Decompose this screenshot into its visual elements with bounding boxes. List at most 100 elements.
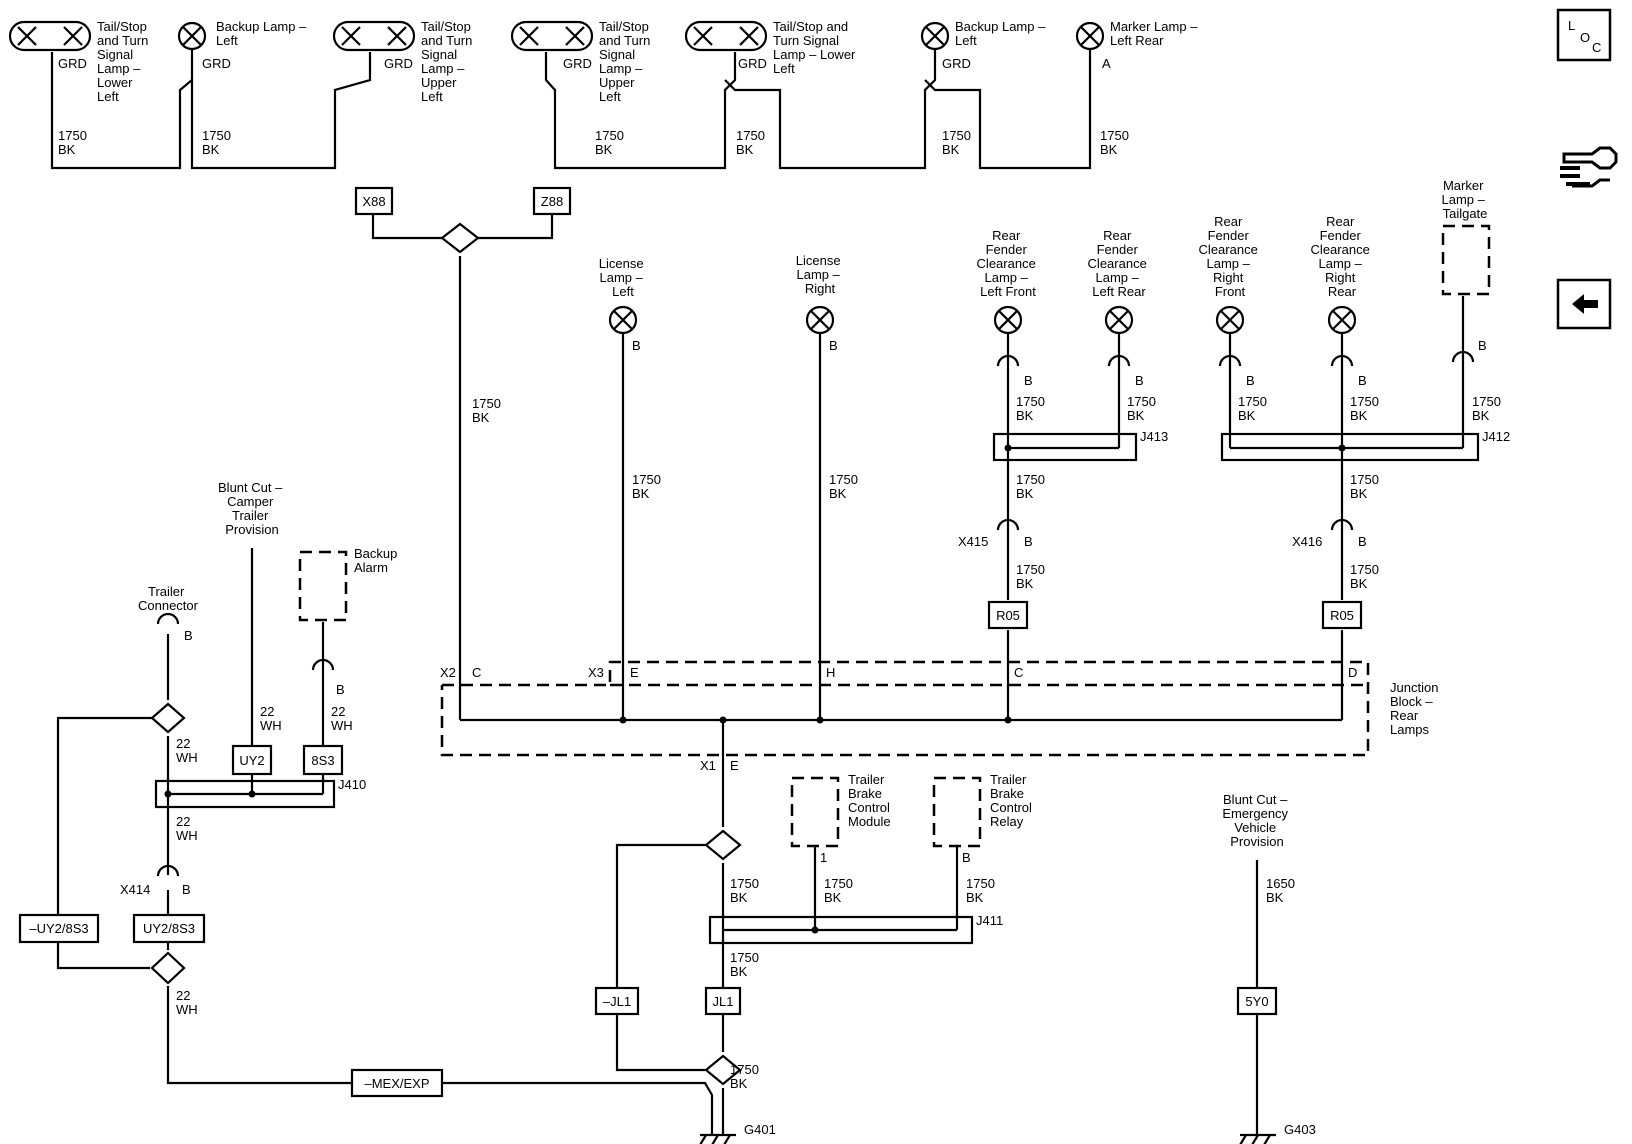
option-r05-right: R05 [1330,608,1354,623]
label-backup-left-2: Backup Lamp – Left [955,19,1049,48]
option-boxes: X88 Z88 UY2 8S3 –UY2/8S3 UY2/8S3 –JL1 JL… [18,186,1363,1098]
conn-x2: X2 [440,665,456,680]
connector-cups [156,350,1475,877]
option-r05-left: R05 [996,608,1020,623]
pin-grd-5: GRD [738,56,767,71]
trailer-brake-relay-box [932,776,982,848]
back-arrow-icon [1572,294,1598,314]
label-license-left: License Lamp – Left [599,256,647,299]
terminal-labels: GRD GRD GRD GRD GRD GRD A B B B B B B B … [58,56,1487,897]
label-trailer-brake-relay: Trailer Brake Control Relay [990,772,1036,829]
connector-labels: X2 X3 X1 X415 X416 X414 [120,534,1322,897]
junction-block-rear-lamps [440,660,1370,757]
label-backup-alarm: Backup Alarm [354,546,401,575]
pin-b-license-left: B [632,338,641,353]
label-rf-left-front: Rear Fender Clearance Lamp – Left Front [977,228,1040,299]
pin-b-rflr: B [1135,373,1144,388]
pin-b-rflf: B [1024,373,1033,388]
label-g403: G403 [1284,1122,1316,1137]
label-rf-right-rear: Rear Fender Clearance Lamp – Right Rear [1311,214,1374,299]
option-neg-uy2-8s3: –UY2/8S3 [29,921,88,936]
backup-alarm-box [298,550,348,622]
pin-1-module: 1 [820,850,827,865]
loc-letter-l: L [1568,18,1575,33]
splice-j413 [992,432,1138,462]
label-marker-left-rear: Marker Lamp – Left Rear [1110,19,1201,48]
label-blunt-cut-camper: Blunt Cut – Camper Trailer Provision [218,480,286,537]
wires [50,40,1465,1135]
pin-grd-3: GRD [384,56,413,71]
option-uy2: UY2 [239,753,264,768]
label-j410: J410 [338,777,366,792]
option-neg-jl1: –JL1 [603,994,631,1009]
label-tail-upper-left-1: Tail/Stop and Turn Signal Lamp – Upper L… [421,19,476,104]
option-uy2-8s3: UY2/8S3 [143,921,195,936]
pin-b-x416: B [1358,534,1367,549]
label-rf-right-front: Rear Fender Clearance Lamp – Right Front [1199,214,1262,299]
label-tail-lower-left: Tail/Stop and Turn Signal Lamp – Lower L… [97,19,152,104]
label-tail-lower-left-2: Tail/Stop and Turn Signal Lamp – Lower L… [773,19,859,76]
option-z88: Z88 [541,194,563,209]
component-labels: Blunt Cut – Camper Trailer Provision Bac… [138,480,1442,849]
loc-letter-o: O [1580,30,1590,45]
option-5y0: 5Y0 [1245,994,1268,1009]
pin-b-backup-alarm: B [336,682,345,697]
label-j411: J411 [976,913,1003,928]
conn-x3: X3 [588,665,604,680]
pin-h: H [826,665,835,680]
option-neg-mex-exp: –MEX/EXP [364,1076,429,1091]
pin-b-trailer-connector: B [184,628,193,643]
connector-view-icon[interactable] [1560,146,1618,188]
loc-letter-c: C [1592,40,1601,55]
pin-grd-4: GRD [563,56,592,71]
label-j413: J413 [1140,429,1168,444]
splice-j412 [1220,432,1480,462]
pin-c-jb: C [1014,665,1023,680]
pin-d: D [1348,665,1357,680]
pin-a: A [1102,56,1111,71]
location-button[interactable]: L O C [1556,8,1612,62]
marker-lamp-tailgate-box [1441,224,1491,296]
conn-x414: X414 [120,882,150,897]
splice-diamonds [150,222,742,1086]
pin-b-relay: B [962,850,971,865]
pin-c-x2: C [472,665,481,680]
pin-grd-2: GRD [202,56,231,71]
pin-b-rfrf: B [1246,373,1255,388]
label-license-right: License Lamp – Right [796,253,844,296]
pin-e-x1: E [730,758,739,773]
conn-x416: X416 [1292,534,1322,549]
back-arrow-button[interactable] [1556,278,1612,330]
pin-b-license-right: B [829,338,838,353]
pin-b-x415: B [1024,534,1033,549]
label-junction-block: Junction Block – Rear Lamps [1390,680,1442,737]
label-j412: J412 [1482,429,1510,444]
pin-grd-1: GRD [58,56,87,71]
label-marker-tailgate: Marker Lamp – Tailgate [1442,178,1489,221]
pin-b-x414: B [182,882,191,897]
option-8s3: 8S3 [311,753,334,768]
